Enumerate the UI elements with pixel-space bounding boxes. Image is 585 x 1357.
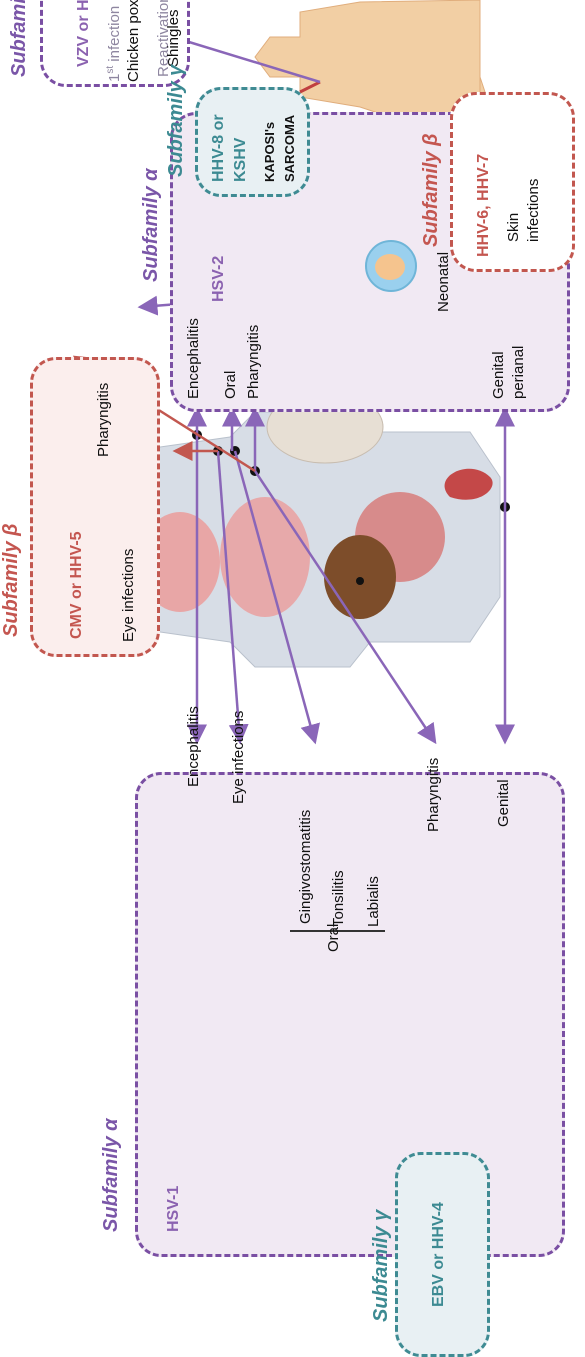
hhv8-virus-line2: KSHV (232, 138, 250, 182)
hsv1-gingivostomatitis: Gingivostomatitis (297, 810, 314, 924)
hsv1-oral: Oral (325, 924, 342, 952)
vzv-first-infection: 1st infection (105, 6, 123, 82)
hhv6-skin-line2: infections (525, 179, 542, 242)
vzv-virus-label: VZV or HHV-3 (75, 0, 93, 67)
hsv2-perianal: perianal (510, 346, 527, 399)
hhv6-subfamily-title: Subfamily β (420, 133, 443, 247)
cmv-eye-infections: Eye infections (120, 549, 137, 642)
hsv2-neonatal: Neonatal (435, 252, 452, 312)
ebv-subfamily-title: Subfamily γ (370, 1210, 393, 1322)
vzv-shingles: Shingles (165, 9, 182, 67)
hsv2-genital: Genital (490, 351, 507, 399)
hsv1-genital: Genital (495, 779, 512, 827)
hsv2-pharyngitis: Pharyngitis (245, 325, 262, 399)
hsv1-encephalitis: Encephalitis (185, 706, 202, 787)
hhv6-skin-line1: Skin (505, 213, 522, 242)
hhv6-box (450, 92, 575, 272)
neonatal-icon (365, 240, 417, 292)
kaposi-line1: KAPOSI's (262, 122, 277, 182)
hsv2-virus-label: HSV-2 (210, 256, 228, 302)
kaposi-line2: SARCOMA (282, 115, 297, 182)
hsv1-virus-label: HSV-1 (165, 1186, 183, 1232)
hsv2-encephalitis: Encephalitis (185, 318, 202, 399)
hsv1-labialis: Labialis (365, 876, 382, 927)
ebv-virus-label: EBV or HHV-4 (430, 1202, 448, 1307)
hsv1-box (135, 772, 565, 1257)
hsv2-subfamily-title: Subfamily α (140, 168, 163, 282)
vzv-subfamily-title: Subfamily α (8, 0, 31, 77)
hsv2-oral: Oral (222, 371, 239, 399)
hhv8-virus-line1: HHV-8 or (210, 114, 228, 182)
hhv8-subfamily-title: Subfamily γ (165, 65, 188, 177)
hsv1-tonsilitis: Tonsilitis (330, 870, 347, 927)
hsv1-pharyngitis: Pharyngitis (425, 758, 442, 832)
hsv1-subfamily-title: Subfamily α (100, 1118, 123, 1232)
cmv-virus-label: CMV or HHV-5 (68, 531, 86, 639)
cmv-pharyngitis: Pharyngitis (95, 383, 112, 457)
vzv-chicken-pox: Chicken pox (125, 0, 142, 82)
hsv1-eye-infections: Eye infections (230, 711, 247, 804)
cmv-subfamily-title: Subfamily β (0, 523, 23, 637)
hhv6-virus-label: HHV-6, HHV-7 (475, 154, 493, 257)
